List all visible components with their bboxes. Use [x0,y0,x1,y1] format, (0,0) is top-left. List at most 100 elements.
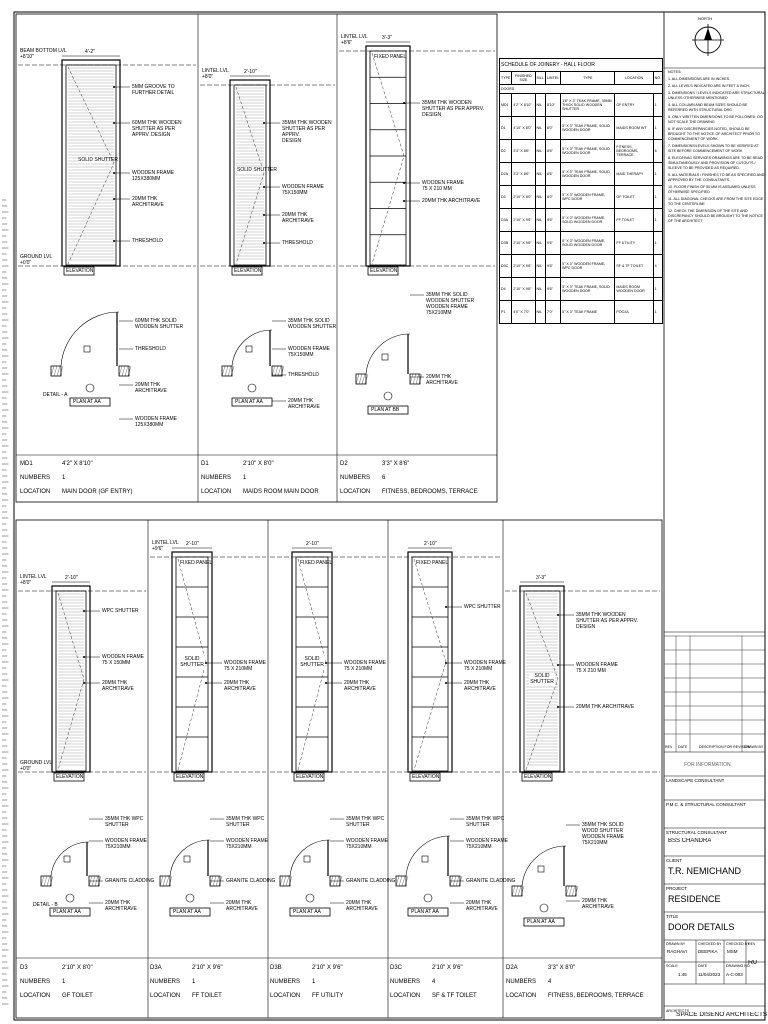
schedule-title: SCHEDULE OF JOINERY - HALL FLOOR [499,58,663,72]
plan-note: 20MM THK ARCHITRAVE [466,900,498,912]
schedule-cell-desc: 5" X 3" TEAK FRAME, SOLID WOODEN DOOR [560,162,616,186]
door-code: D1 [201,461,209,467]
schedule-cell-lintel: 8'6" [544,162,562,186]
door-note: 35MM THK WOODEN SHUTTER AS PER APPRV. DE… [282,120,332,144]
schedule-cell-location: GF TOILET [614,185,654,209]
schedule-cell-lintel: 9'6" [544,254,562,278]
door-note: 20MM THK ARCHITRAVE [576,704,635,710]
plan-note: WOODEN FRAME 125X380MM [135,416,177,428]
schedule-cell-desc: 5" X 3" WOODEN FRAME, SOLID WOODEN DOOR [560,208,616,232]
plan-note: 35MM THK SOLID WOOD SHUTTER WOODEN FRAME… [582,822,624,846]
checked-value: DEEPIKA [698,949,718,954]
plan-label: PLAN AT BB [371,407,400,413]
note-item: 5. ONLY WRITTEN DIMENSIONS TO BE FOLLOWE… [668,115,763,124]
numbers-value: 1 [312,979,316,985]
numbers-value: 4 [432,979,436,985]
shutter-label: SOLID SHUTTER [179,656,205,668]
width-dimension: 4'-2" [85,49,95,55]
project-name: RESIDENCE [668,894,721,904]
lintel-level-value: +8'10" [20,54,34,60]
date-label: DATE [698,964,708,968]
plan-note: WOODEN FRAME 75X210MM [105,838,147,850]
door-drawing-d2 [339,41,495,415]
elevation-label: ELEVATION [66,268,94,274]
width-dimension: 3'-3" [536,575,546,581]
schedule-header: LOCATION [614,71,654,85]
schedule-cell-sill: NIL [534,208,546,232]
plan-note: 20MM THK ARCHITRAVE [105,900,137,912]
lintel-level-value: +8'6" [341,40,353,46]
door-note: WOODEN FRAME 75 X 210MM [344,660,386,672]
schedule-cell-desc: 5" X 3" WOODEN FRAME, WPC DOOR [560,185,616,209]
numbers-value: 1 [62,979,66,985]
elevation-label: ELEVATION [296,774,324,780]
shutter-label: SOLID SHUTTER [529,673,555,685]
schedule-cell-location: FF TOILET [614,208,654,232]
schedule-section: DOORS [499,84,663,94]
numbers-label: NUMBERS [201,475,232,481]
location-label: LOCATION [201,489,232,495]
elevation-label: ELEVATION [234,268,262,274]
location-value: FF UTILITY [312,993,344,999]
plan-note: 20MM THK ARCHITRAVE [346,900,378,912]
revision-header: DRAWN BY [744,745,764,749]
plan-note: 35MM THK SOLID WOODEN SHUTTER WOODEN FRA… [426,292,475,316]
bottom-panel-frame [15,519,663,1019]
elevation-label: ELEVATION [370,268,398,274]
location-label: LOCATION [20,993,51,999]
plan-note: 35MM THK SOLID WOODEN SHUTTER [288,318,337,330]
location-label: LOCATION [150,993,181,999]
door-note: 20MM THK ARCHITRAVE [132,196,164,208]
schedule-cell-location: POOJA [614,300,654,324]
plan-note: WOODEN FRAME 75X150MM [288,346,330,358]
numbers-label: NUMBERS [390,979,421,985]
plan-note: THRESHOLD [135,346,166,352]
schedule-cell-lintel: 9'6" [544,277,562,301]
door-note: WOODEN FRAME 75 X 210MM [464,660,506,672]
door-note: 60MM THK WOODEN SHUTTER AS PER APPRV. DE… [132,120,182,138]
door-note: 35MM THK WOODEN SHUTTER AS PER APPRV. DE… [422,100,484,118]
schedule-cell-lintel: 7'0" [544,300,562,324]
door-size: 2'10" X 9'6" [192,965,223,971]
elevation-label: ELEVATION [56,774,84,780]
location-value: GF TOILET [62,993,93,999]
plan-label: PLAN AT AA [293,909,321,915]
schedule-cell-type: D4 [498,277,513,301]
architects-label: ARCHITECTS [666,1009,689,1013]
note-item: 7. DIMENSIONS/LEVELS SHOWN TO BE VERIFIE… [668,144,759,153]
revision-header: DATE [678,745,688,749]
numbers-label: NUMBERS [340,475,371,481]
door-drawing-d3 [18,581,146,917]
schedule-cell-location: FITNESS, BEDROOMS, TERRACE [614,139,654,163]
landscape-consultant-label: LANDSCAPE CONSULTANT [666,778,725,783]
door-code: D3A [150,965,162,971]
ground-level-value: +0'0" [20,260,32,266]
schedule-cell-no: 1 [652,162,664,186]
door-code: D3C [390,965,403,971]
door-size: 2'10" X 9'6" [432,965,463,971]
schedule-cell-no: 1 [652,231,664,255]
fixed-panel-label: FIXED PANEL [374,54,407,60]
schedule-header: FINISHED SIZE [511,71,536,85]
schedule-cell-no: 1 [652,93,664,117]
revision-grid [664,635,765,752]
note-item: 6. IF ANY DISCREPANCIES NOTED, SHOULD BE… [668,127,760,141]
plan-note: WOODEN FRAME 75X210MM [466,838,508,850]
width-dimension: 2'-10" [65,575,78,581]
schedule-cell-desc: 5" X 3" TEAK FRAME, SOLID WOODEN DOOR [560,277,616,301]
lintel-level-label: LINTEL LVL [341,34,368,40]
plan-note: 35MM THK WPC SHUTTER [226,816,265,828]
schedule-cell-type: D3A [498,208,513,232]
fixed-panel-label: FIXED PANEL [180,560,213,566]
drawing-no-value: A-C-003 [726,972,743,977]
door-note: 20MM THK ARCHITRAVE [344,680,376,692]
note-item: 12. CHECK THE DIMENSION OF THE SITE AND … [668,209,763,223]
numbers-value: 1 [192,979,196,985]
schedule-cell-size: 3'3" X 8'6" [511,162,536,186]
